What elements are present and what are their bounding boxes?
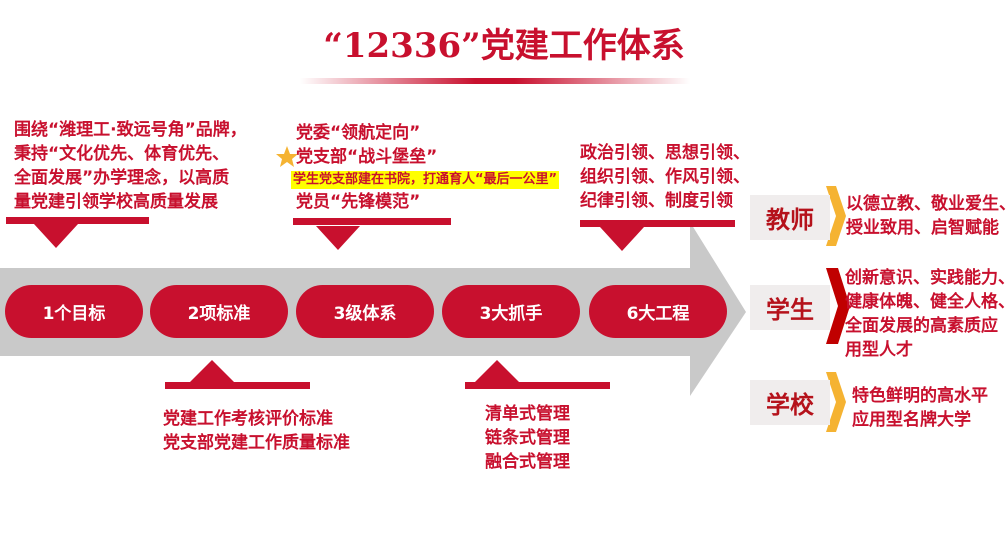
line: 全面发展的高素质应: [845, 316, 998, 336]
goal-text: 围绕“潍理工·致远号角”品牌， 秉持“文化优先、体育优先、 全面发展”办学理念，…: [14, 118, 247, 214]
pointer-levels: [316, 226, 360, 250]
measures-text: 清单式管理 链条式管理 融合式管理: [485, 402, 570, 474]
line: 特色鲜明的高水平: [852, 386, 988, 406]
star-icon: [276, 146, 298, 167]
outcome-school-text: 特色鲜明的高水平 应用型名牌大学: [852, 384, 988, 432]
standards-text: 党建工作考核评价标准 党支部党建工作质量标准: [163, 407, 350, 455]
line: 链条式管理: [485, 428, 570, 448]
line: 党委“领航定向”: [296, 123, 421, 143]
line: 授业致用、启智赋能: [846, 218, 999, 238]
line: 以德立教、敬业爱生、: [846, 194, 1008, 214]
line: 健康体魄、健全人格、: [845, 292, 1008, 312]
outcome-school-label: 学校: [750, 380, 830, 425]
line: 秉持“文化优先、体育优先、: [14, 144, 230, 164]
line: 应用型名牌大学: [852, 410, 971, 430]
pill-goal: 1个目标: [5, 285, 143, 338]
chevron-student: [826, 268, 850, 344]
line: 围绕“潍理工·致远号角”品牌，: [14, 120, 247, 140]
line: 党支部“战斗堡垒”: [296, 147, 438, 167]
pill-measures: 3大抓手: [442, 285, 580, 338]
measures-bar: [465, 382, 610, 389]
outcome-student-label: 学生: [750, 285, 830, 330]
line: 清单式管理: [485, 404, 570, 424]
title-underline: [300, 78, 690, 84]
highlight-note: 学生党支部建在书院，打通育人“最后一公里”: [291, 171, 560, 189]
pointer-goal: [34, 224, 78, 248]
levels-text: 党委“领航定向” 党支部“战斗堡垒”: [296, 121, 437, 169]
line: 融合式管理: [485, 452, 570, 472]
outcome-teacher-label: 教师: [750, 195, 830, 240]
line: 用型人才: [845, 340, 913, 360]
goal-bar: [6, 217, 149, 224]
line: 创新意识、实践能力、: [845, 268, 1008, 288]
line: 全面发展”办学理念，以高质: [14, 168, 230, 188]
line: 政治引领、思想引领、: [580, 143, 750, 163]
pill-standards: 2项标准: [150, 285, 288, 338]
levels-bar: [293, 218, 451, 225]
pointer-standards: [190, 360, 234, 382]
chevron-school: [826, 372, 846, 432]
line: 党支部党建工作质量标准: [163, 433, 350, 453]
line: 党建工作考核评价标准: [163, 409, 333, 429]
pointer-projects: [600, 227, 644, 251]
standards-bar: [165, 382, 310, 389]
line: 纪律引领、制度引领: [580, 191, 733, 211]
chevron-teacher: [826, 186, 846, 246]
outcome-teacher-text: 以德立教、敬业爱生、 授业致用、启智赋能: [846, 192, 1008, 240]
pill-levels: 3级体系: [296, 285, 434, 338]
projects-bar: [580, 220, 735, 227]
page-title: “12336”党建工作体系: [323, 26, 685, 66]
levels-member: 党员“先锋模范”: [296, 192, 421, 212]
line: 组织引领、作风引领、: [580, 167, 750, 187]
outcome-student-text: 创新意识、实践能力、 健康体魄、健全人格、 全面发展的高素质应 用型人才: [845, 266, 1008, 362]
projects-text: 政治引领、思想引领、 组织引领、作风引领、 纪律引领、制度引领: [580, 141, 750, 213]
pill-projects: 6大工程: [589, 285, 727, 338]
line: 量党建引领学校高质量发展: [14, 192, 218, 212]
pointer-measures: [475, 360, 519, 382]
